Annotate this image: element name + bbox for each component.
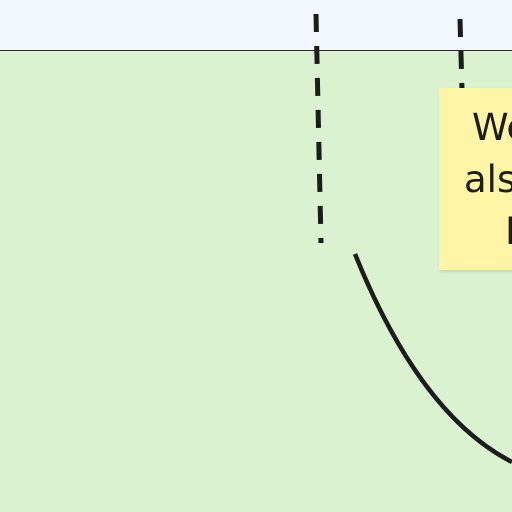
green-frame[interactable]	[0, 51, 512, 512]
sticky-note-line-3: P	[439, 206, 512, 258]
sticky-note[interactable]: We als P	[439, 88, 512, 270]
sticky-note-line-1: We	[472, 106, 512, 149]
top-band	[0, 0, 512, 51]
sticky-note-line-2: als	[464, 158, 512, 201]
